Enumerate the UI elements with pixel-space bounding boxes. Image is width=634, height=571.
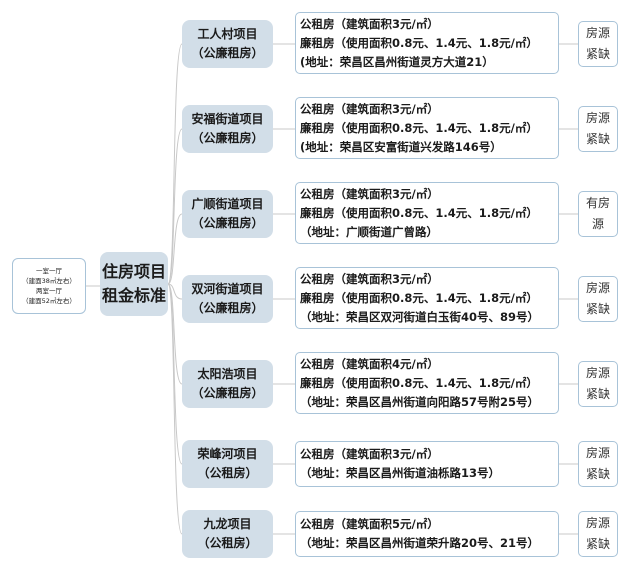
project-detail-guangshun: 公租房（建筑面积3元/㎡） 廉租房（使用面积0.8元、1.4元、1.8元/㎡） … bbox=[295, 182, 559, 244]
project-node-rongfenghe: 荣峰河项目 （公租房） bbox=[182, 440, 273, 488]
detail-line: 公租房（建筑面积3元/㎡） bbox=[300, 101, 439, 116]
connector-root-project bbox=[167, 283, 183, 300]
detail-line: 公租房（建筑面积3元/㎡） bbox=[300, 16, 439, 31]
detail-line: （地址：广顺街道广曾路） bbox=[300, 224, 438, 239]
detail-line: (地址：荣昌区昌州街道灵方大道21） bbox=[300, 54, 494, 69]
project-detail-gongrencun: 公租房（建筑面积3元/㎡） 廉租房（使用面积0.8元、1.4元、1.8元/㎡） … bbox=[295, 12, 559, 74]
project-name: 双河街道项目 bbox=[191, 282, 264, 296]
project-status-shuanghe: 房源紧缺 bbox=[578, 276, 618, 322]
status-text: 房源紧缺 bbox=[585, 516, 610, 551]
project-name: 安福街道项目 bbox=[191, 112, 264, 126]
project-name: 太阳浩项目 bbox=[197, 367, 258, 381]
project-detail-shuanghe: 公租房（建筑面积3元/㎡） 廉租房（使用面积0.8元、1.4元、1.8元/㎡） … bbox=[295, 267, 559, 329]
project-node-gongrencun: 工人村项目 （公廉租房） bbox=[182, 20, 273, 68]
project-detail-jiulong: 公租房（建筑面积5元/㎡） （地址：荣昌区昌州街道荣升路20号、21号） bbox=[295, 511, 559, 557]
project-node-jiulong: 九龙项目 （公租房） bbox=[182, 510, 273, 558]
detail-line: 公租房（建筑面积3元/㎡） bbox=[300, 186, 439, 201]
status-text: 房源紧缺 bbox=[585, 26, 610, 61]
status-text: 房源紧缺 bbox=[585, 446, 610, 481]
connector-root-project bbox=[167, 213, 183, 285]
detail-line: (地址：荣昌区安富街道兴发路146号） bbox=[300, 139, 502, 154]
connector-root-project bbox=[167, 283, 183, 535]
detail-line: （地址：荣昌区双河街道白玉街40号、89号） bbox=[300, 309, 540, 324]
status-text: 房源紧缺 bbox=[585, 366, 610, 401]
root-node: 住房项目 租金标准 bbox=[100, 252, 168, 316]
project-type: （公廉租房） bbox=[191, 386, 264, 400]
project-status-anfu: 房源紧缺 bbox=[578, 106, 618, 152]
project-detail-rongfenghe: 公租房（建筑面积3元/㎡） （地址：荣昌区昌州街道油栎路13号） bbox=[295, 441, 559, 487]
connector-root-project bbox=[167, 283, 183, 385]
detail-line: （地址：荣昌区昌州街道向阳路57号附25号） bbox=[300, 394, 540, 409]
connector-root-project bbox=[167, 43, 183, 285]
note-line: 一室一厅 bbox=[36, 267, 62, 275]
project-status-jiulong: 房源紧缺 bbox=[578, 511, 618, 557]
project-name: 广顺街道项目 bbox=[191, 197, 264, 211]
detail-line: 公租房（建筑面积3元/㎡） bbox=[300, 447, 439, 461]
project-name: 工人村项目 bbox=[197, 27, 258, 41]
project-status-guangshun: 有房源 bbox=[578, 191, 618, 237]
detail-line: 廉租房（使用面积0.8元、1.4元、1.8元/㎡） bbox=[300, 120, 538, 135]
note-line: （建面38㎡左右） bbox=[22, 277, 76, 285]
detail-line: 廉租房（使用面积0.8元、1.4元、1.8元/㎡） bbox=[300, 205, 538, 220]
detail-line: 廉租房（使用面积0.8元、1.4元、1.8元/㎡） bbox=[300, 35, 538, 50]
detail-line: 公租房（建筑面积5元/㎡） bbox=[300, 517, 439, 531]
project-type: （公租房） bbox=[197, 466, 258, 480]
detail-line: 廉租房（使用面积0.8元、1.4元、1.8元/㎡） bbox=[300, 375, 538, 390]
detail-line: 公租房（建筑面积3元/㎡） bbox=[300, 271, 439, 286]
project-detail-taiyanghao: 公租房（建筑面积4元/㎡） 廉租房（使用面积0.8元、1.4元、1.8元/㎡） … bbox=[295, 352, 559, 414]
detail-line: （地址：荣昌区昌州街道油栎路13号） bbox=[300, 466, 501, 480]
connector-root-project bbox=[167, 128, 183, 285]
project-type: （公租房） bbox=[197, 536, 258, 550]
project-node-taiyanghao: 太阳浩项目 （公廉租房） bbox=[182, 360, 273, 408]
project-status-rongfenghe: 房源紧缺 bbox=[578, 441, 618, 487]
status-text: 房源紧缺 bbox=[585, 281, 610, 316]
project-status-taiyanghao: 房源紧缺 bbox=[578, 361, 618, 407]
status-text: 房源紧缺 bbox=[585, 111, 610, 146]
project-name: 荣峰河项目 bbox=[197, 447, 258, 461]
status-text: 有房源 bbox=[585, 196, 610, 231]
detail-line: （地址：荣昌区昌州街道荣升路20号、21号） bbox=[300, 536, 540, 550]
note-line: 两室一厅 bbox=[36, 287, 62, 295]
project-name: 九龙项目 bbox=[203, 517, 252, 531]
project-detail-anfu: 公租房（建筑面积3元/㎡） 廉租房（使用面积0.8元、1.4元、1.8元/㎡） … bbox=[295, 97, 559, 159]
project-node-shuanghe: 双河街道项目 （公廉租房） bbox=[182, 275, 273, 323]
detail-line: 公租房（建筑面积4元/㎡） bbox=[300, 356, 439, 371]
unit-size-note: 一室一厅 （建面38㎡左右） 两室一厅 （建面52㎡左右） bbox=[12, 258, 86, 314]
project-type: （公廉租房） bbox=[191, 301, 264, 315]
project-node-guangshun: 广顺街道项目 （公廉租房） bbox=[182, 190, 273, 238]
project-status-gongrencun: 房源紧缺 bbox=[578, 21, 618, 67]
project-type: （公廉租房） bbox=[191, 216, 264, 230]
detail-line: 廉租房（使用面积0.8元、1.4元、1.8元/㎡） bbox=[300, 290, 538, 305]
project-type: （公廉租房） bbox=[191, 131, 264, 145]
root-title-line: 租金标准 bbox=[101, 286, 166, 305]
project-node-anfu: 安福街道项目 （公廉租房） bbox=[182, 105, 273, 153]
project-type: （公廉租房） bbox=[191, 46, 264, 60]
note-line: （建面52㎡左右） bbox=[22, 297, 76, 305]
root-title-line: 住房项目 bbox=[101, 262, 166, 281]
